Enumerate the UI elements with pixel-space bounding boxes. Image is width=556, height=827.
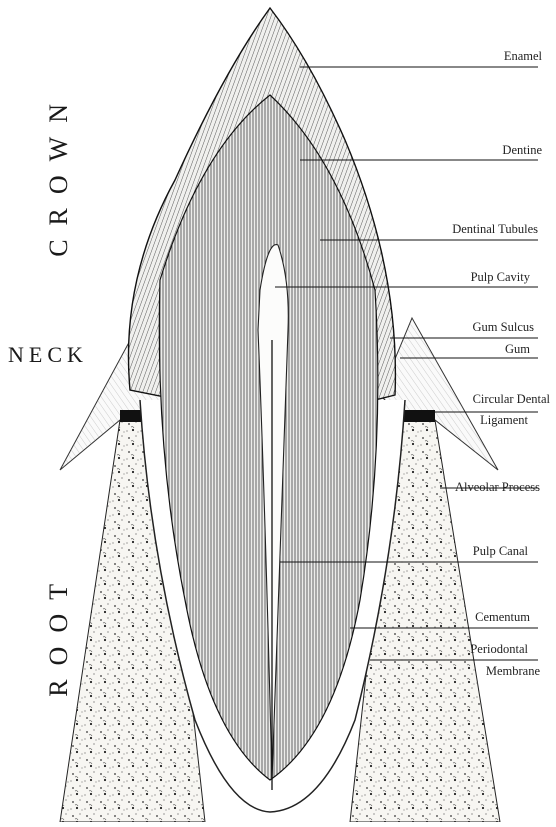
region-neck: NECK [8,342,88,368]
label-gum: Gum [505,342,530,357]
label-periodontal: Periodontal [470,642,528,657]
label-dentinal-tubules: Dentinal Tubules [452,222,538,237]
region-crown: CROWN [44,90,74,257]
label-alveolar-process: Alveolar Process [455,480,540,495]
label-membrane: Membrane [486,664,540,679]
label-cementum: Cementum [475,610,530,625]
label-pulp-cavity: Pulp Cavity [471,270,530,285]
label-pulp-canal: Pulp Canal [473,544,528,559]
label-enamel: Enamel [504,49,542,64]
label-circular-dental: Circular Dental [473,392,550,407]
label-ligament: Ligament [480,413,528,428]
label-dentine: Dentine [502,143,542,158]
region-root: ROOT [44,570,74,697]
label-gum-sulcus: Gum Sulcus [473,320,534,335]
